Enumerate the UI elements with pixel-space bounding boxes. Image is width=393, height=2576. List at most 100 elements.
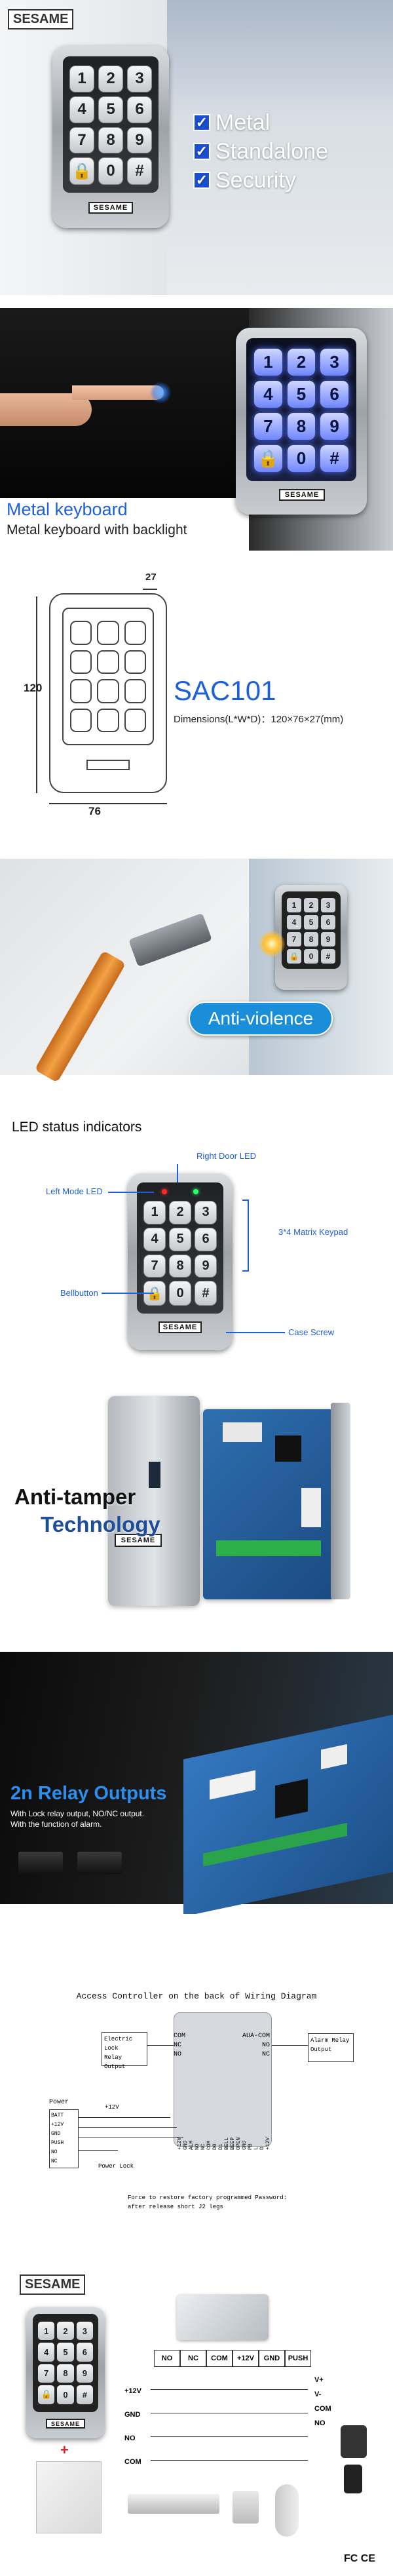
terminal-block: +12V	[233, 2350, 259, 2367]
keypad-key: 1	[70, 621, 92, 645]
keypad-key: #	[321, 949, 335, 964]
terminal-right-label: COM	[314, 2405, 331, 2413]
keypad-key: 2	[287, 349, 316, 376]
feature-label: Security	[215, 167, 296, 193]
wire	[79, 2150, 118, 2151]
brand-logo: SESAME	[20, 2274, 86, 2295]
keypad-key: 9	[124, 679, 146, 703]
keypad-key: #	[195, 1281, 217, 1306]
keypad-key: 3	[195, 1201, 217, 1224]
keypad-key: 3	[321, 898, 335, 912]
electric-strike	[275, 2484, 299, 2537]
keypad-key: 7	[38, 2364, 55, 2383]
relay-component-2	[77, 1852, 122, 1874]
feature-label: Standalone	[215, 138, 329, 164]
terminal-pin-label: D	[259, 2147, 265, 2150]
pin-label: NO	[261, 2042, 270, 2049]
power-pin-label: BATT	[51, 2113, 64, 2118]
keypad-key: 5	[304, 915, 318, 929]
keypad-brand-plate: SESAME	[88, 202, 133, 214]
box-label: Lock	[104, 2045, 119, 2052]
check-icon: ✓	[193, 114, 210, 131]
wire	[147, 2045, 174, 2046]
keypad-key: 2	[98, 66, 123, 92]
brand-logo: SESAME	[8, 9, 74, 29]
keypad-key: 8	[98, 127, 123, 154]
label-bellbutton: Bellbutton	[60, 1288, 98, 1298]
keypad-key: 9	[127, 127, 152, 154]
wiring-diagram-section: Access Controller on the back of Wiring …	[0, 1914, 393, 2274]
factory-reset-note-1: Force to restore factory programmed Pass…	[128, 2195, 288, 2201]
terminal-left-label: NO	[124, 2434, 136, 2442]
keypad-key: #	[320, 445, 348, 472]
keypad-key: 🔒	[287, 949, 301, 964]
keypad-key: 7	[70, 679, 92, 703]
terminal-left-label: COM	[124, 2458, 141, 2466]
relay-outputs-section: 2n Relay Outputs With Lock relay output,…	[0, 1652, 393, 1914]
wiring-title: Access Controller on the back of Wiring …	[76, 1991, 317, 2001]
keypad-key: 6	[321, 915, 335, 929]
keypad-key: 2	[57, 2322, 74, 2341]
factory-reset-note-2: after release short J2 legs	[128, 2204, 223, 2210]
keypad-key: 4	[254, 381, 282, 408]
wire	[151, 2436, 308, 2437]
keypad-brand-plate: SESAME	[46, 2419, 85, 2429]
relay-component-1	[18, 1852, 63, 1874]
anti-tamper-title-line2: Technology	[41, 1512, 160, 1536]
keypad-brand-plate: SESAME	[279, 489, 325, 501]
keypad-key: 2	[97, 621, 119, 645]
pin-label: AUA-COM	[242, 2033, 270, 2040]
keypad-key: 5	[287, 381, 316, 408]
v12-label: +12V	[105, 2104, 119, 2111]
wire	[272, 2045, 308, 2046]
box-label: Electric	[104, 2036, 133, 2042]
keypad-key: 🔒	[70, 708, 92, 732]
keypad-key: 4	[143, 1227, 166, 1251]
keypad-key: 6	[124, 650, 146, 674]
keypad-key: #	[127, 157, 152, 185]
keypad-key: 3	[124, 621, 146, 645]
right-door-led	[193, 1189, 198, 1194]
keypad-key: 5	[169, 1227, 191, 1251]
dim-depth-label: 27	[145, 572, 157, 583]
section-subtitle: Metal keyboard with backlight	[7, 522, 187, 537]
wire	[79, 2117, 170, 2118]
left-mode-led	[162, 1189, 167, 1194]
anti-violence-badge: Anti-violence	[189, 1002, 333, 1036]
box-label: Alarm Relay	[310, 2037, 350, 2044]
keypad-brand-plate: SESAME	[159, 1321, 202, 1333]
pin-label: NO	[174, 2051, 182, 2058]
keypad-key: 5	[57, 2343, 74, 2362]
keypad-key: 0	[98, 157, 123, 185]
terminal-pin-label: BEEP	[230, 2137, 236, 2150]
feature-item: ✓Metal	[193, 108, 328, 137]
dim-line-width	[49, 803, 167, 804]
keypad-key: 2	[169, 1201, 191, 1224]
keypad-key: 7	[69, 127, 94, 154]
pin-label: NC	[174, 2042, 182, 2049]
anti-tamper-section: SESAME Anti-tamper Technology	[0, 1363, 393, 1652]
terminal-block: GND	[259, 2350, 285, 2367]
keypad-key: 8	[287, 413, 316, 440]
wire	[151, 2460, 308, 2461]
pin-label: NC	[261, 2051, 270, 2058]
keypad-key: 9	[195, 1254, 217, 1278]
device-back-photo: SESAME	[108, 1396, 200, 1606]
keypad-key: 8	[97, 679, 119, 703]
feature-item: ✓Security	[193, 166, 328, 195]
power-pin-label: GND	[51, 2131, 61, 2137]
check-icon: ✓	[193, 143, 210, 160]
keypad-key: 9	[76, 2364, 93, 2383]
